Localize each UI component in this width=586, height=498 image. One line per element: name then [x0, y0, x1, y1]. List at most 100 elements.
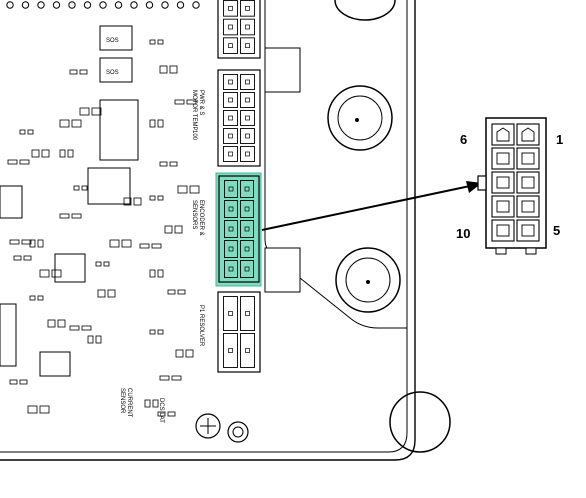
via-hole: [161, 1, 169, 9]
smd-component: [95, 261, 102, 267]
silk-sos-1: SOS: [106, 38, 119, 44]
connector-pin: [224, 200, 238, 218]
connector-highlighted: [218, 175, 260, 283]
connector-pin: [240, 74, 255, 90]
smd-component: [7, 159, 18, 165]
detail-pin: [491, 171, 515, 194]
connector-middle: [217, 69, 261, 167]
connector-pin: [240, 128, 255, 144]
connector-pin: [224, 240, 238, 258]
smd-component: [59, 213, 70, 219]
smd-component: [13, 255, 22, 261]
smd-component: [29, 239, 36, 248]
smd-component: [164, 225, 173, 234]
smd-component: [109, 239, 120, 248]
smd-component: [31, 149, 40, 158]
via-hole: [6, 1, 14, 9]
smd-component: [73, 185, 80, 191]
via-hole: [37, 1, 45, 9]
connector-pin: [223, 74, 238, 90]
connector-pin: [223, 37, 238, 54]
via-hole: [176, 1, 185, 9]
board-outline: [0, 0, 416, 461]
connector-pin: [240, 146, 255, 162]
detail-pin: [516, 147, 540, 170]
connector-detail: [477, 117, 547, 255]
connector-pin: [223, 296, 238, 331]
connector-pin: [240, 0, 255, 17]
smd-component: [29, 295, 36, 301]
callout-arrow: [261, 181, 482, 231]
via-hole: [145, 1, 154, 9]
smd-component: [149, 195, 156, 201]
smd-component: [19, 129, 26, 135]
smd-component: [27, 405, 38, 414]
silk-bottom-left: CURRENTSENSOR: [119, 388, 132, 418]
connector-pin: [223, 146, 238, 162]
connector-pin: [240, 260, 254, 278]
detail-pin: [516, 219, 540, 242]
smd-component: [177, 185, 188, 194]
smd-component: [159, 375, 170, 381]
silk-sos-2: SOS: [106, 70, 119, 76]
detail-pin: [516, 171, 540, 194]
detail-pin: [491, 147, 515, 170]
silk-header-highlighted: ENCODER &SENSORS: [191, 200, 204, 236]
connector-pin: [224, 180, 238, 198]
pin-label-5: 5: [553, 223, 560, 238]
connector-pin: [240, 110, 255, 126]
smd-component: [59, 149, 66, 158]
smd-component: [39, 269, 50, 278]
highlighted-connector-area: [215, 172, 262, 287]
smd-component: [174, 99, 185, 105]
silkscreen-text: SOS SOS 100 PWR & SMOTOR TEMP ENCODER &S…: [106, 38, 204, 423]
smd-component: [149, 39, 156, 45]
connector-pin: [240, 333, 255, 368]
via-hole: [21, 1, 30, 9]
detail-pin: [516, 195, 540, 218]
smd-component: [175, 349, 184, 358]
via-hole: [99, 1, 107, 9]
pin-label-10: 10: [456, 226, 470, 241]
pin-label-6: 6: [460, 132, 467, 147]
via-hole: [68, 1, 76, 9]
via-row: [6, 1, 200, 9]
smd-component: [139, 243, 150, 249]
small-parts: [7, 39, 200, 417]
connector-pin: [223, 110, 238, 126]
smd-component: [149, 269, 156, 278]
smd-component: [159, 161, 168, 167]
connector-pin: [224, 260, 238, 278]
detail-pin: [491, 195, 515, 218]
connector-pin: [240, 18, 255, 36]
smd-component: [144, 399, 151, 408]
via-hole: [52, 1, 61, 9]
connector-pin: [224, 220, 238, 238]
smd-component: [69, 325, 80, 331]
pin-label-1: 1: [556, 132, 563, 147]
connector-upper: [217, 0, 261, 59]
smd-component: [167, 289, 176, 295]
connector-pin: [240, 92, 255, 108]
smd-component: [97, 289, 106, 298]
connector-pin: [223, 18, 238, 36]
mounting-holes: [195, 0, 451, 453]
smd-component: [149, 119, 156, 128]
smd-component: [159, 65, 168, 74]
connector-pin: [223, 92, 238, 108]
connector-lower: [217, 291, 261, 373]
silk-header-lower: P1 RESOLVER: [198, 305, 204, 347]
detail-pin: [491, 123, 515, 146]
silk-bottom-mid: DCS LAT: [158, 398, 164, 423]
smd-component: [149, 329, 156, 335]
connector-pin: [240, 180, 254, 198]
smd-component: [47, 319, 56, 328]
detail-pin: [516, 123, 540, 146]
smd-component: [87, 335, 94, 344]
via-hole: [83, 1, 92, 9]
connector-pin: [240, 296, 255, 331]
via-hole: [192, 1, 200, 9]
smd-component: [157, 411, 166, 417]
detail-pin: [491, 219, 515, 242]
smd-component: [9, 379, 18, 385]
